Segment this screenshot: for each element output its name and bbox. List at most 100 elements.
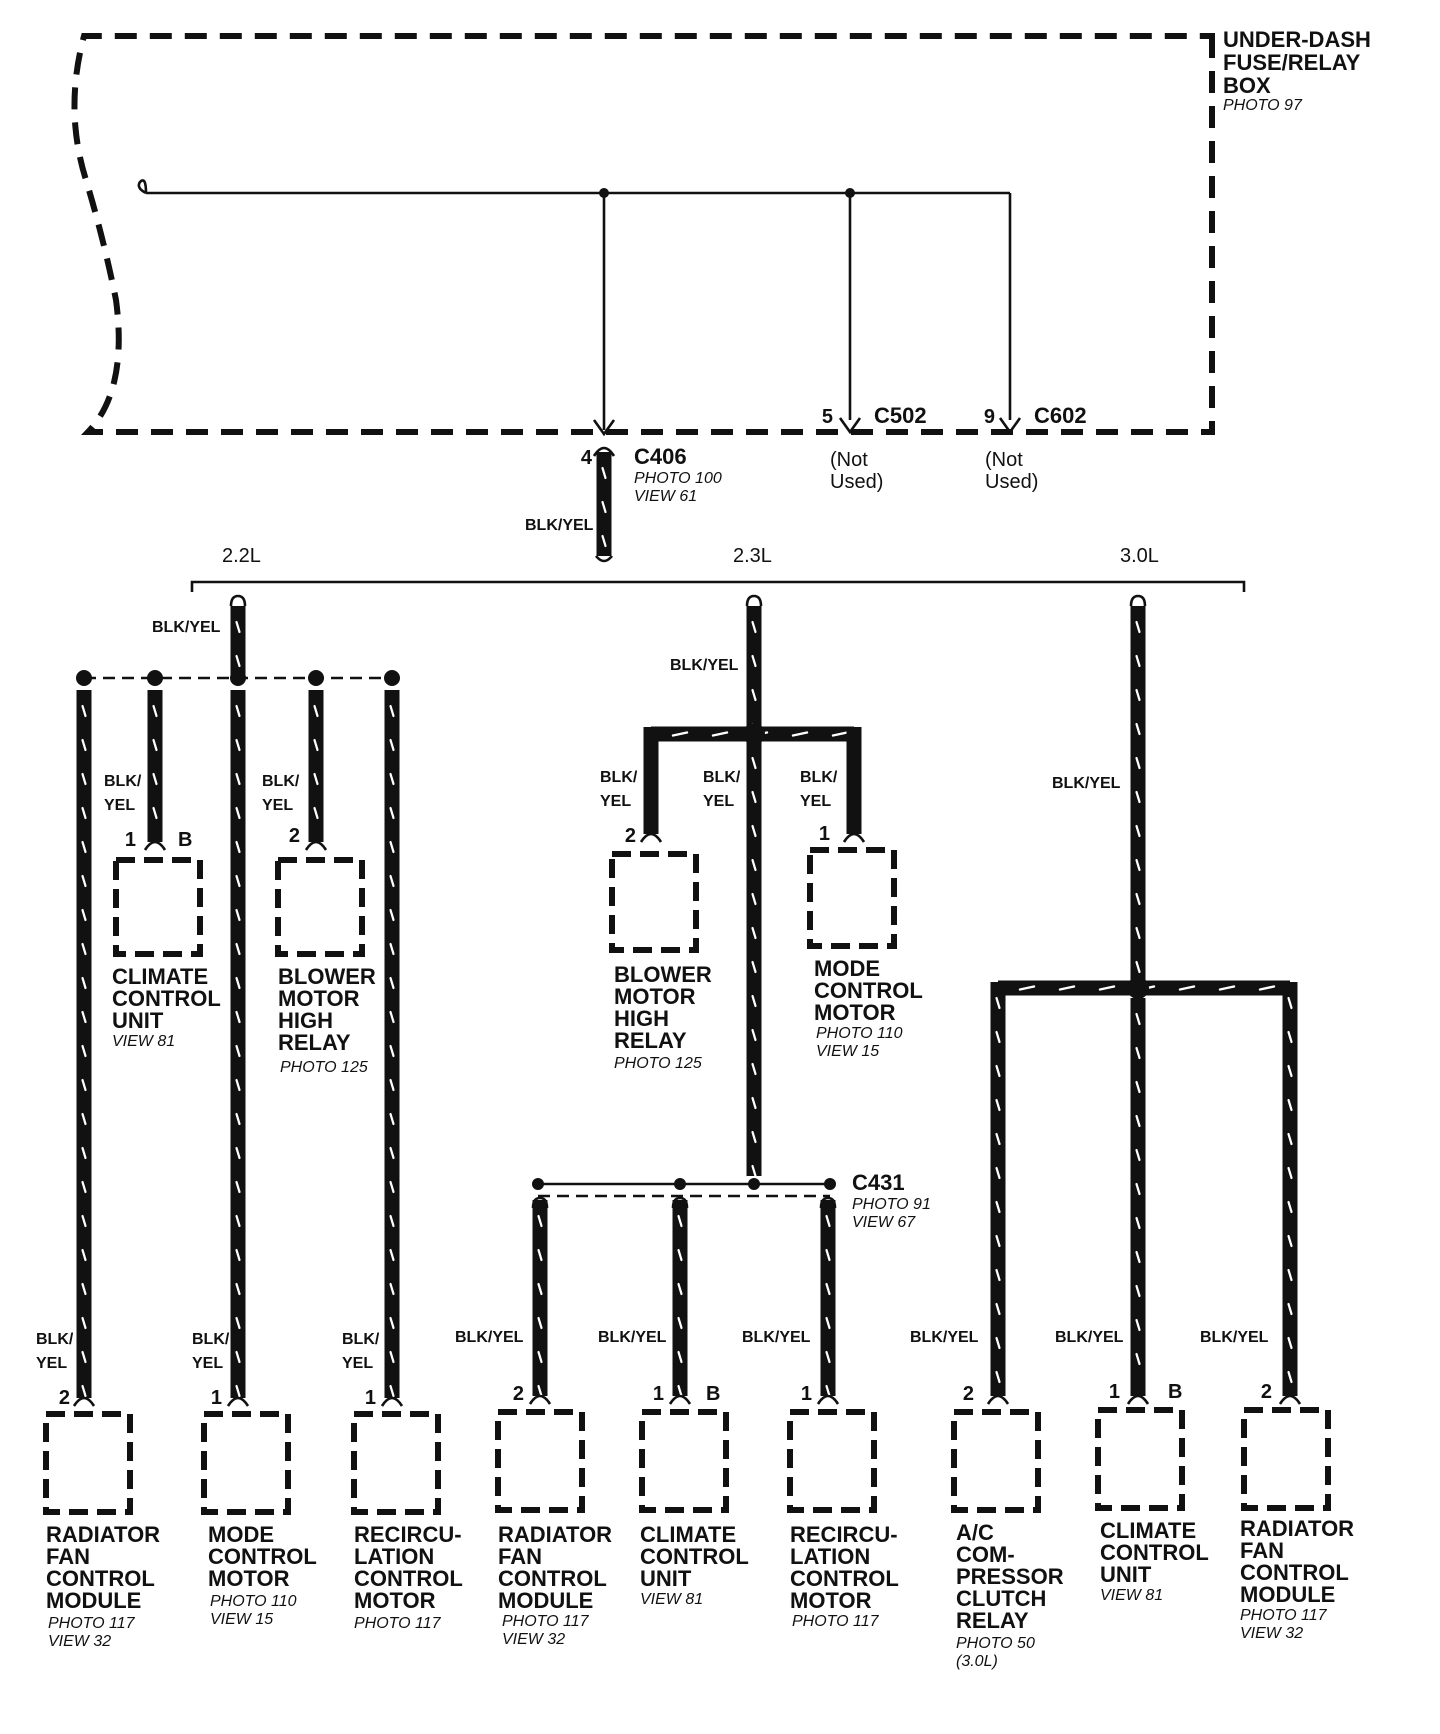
fuse-box-photo: PHOTO 97	[1223, 97, 1303, 114]
v22-ccu-extra: B	[178, 829, 192, 851]
v23-mid-wire-label-0: BLK/	[703, 769, 741, 786]
v23-ccu-wire-label: BLK/YEL	[598, 1329, 667, 1346]
v22-rad-wire-hatch	[81, 806, 87, 820]
v23-bmr-pin: 2	[625, 825, 636, 847]
v23-mode-term-arch	[842, 832, 866, 843]
c602-name: C602	[1034, 403, 1087, 428]
v22-rad-wire-label-1: YEL	[36, 1355, 67, 1372]
v22-recirc-wire-hatch	[389, 874, 395, 888]
v23-bmr-name-1: MOTOR	[614, 984, 696, 1009]
v23-top-wire-label: BLK/YEL	[670, 657, 739, 674]
v30-ac-wire-hatch	[995, 1064, 1001, 1078]
v22-splice-dot-4	[384, 670, 400, 686]
v30-ac-name-0: A/C	[956, 1520, 994, 1545]
v22-rad-wire-hatch	[81, 1010, 87, 1024]
v22-rad-sub-1: VIEW 32	[48, 1633, 111, 1650]
v23-trunk-hatch	[751, 858, 757, 872]
v22-ccu-wire-hatch	[152, 704, 158, 718]
v23-recirc-sub-0: PHOTO 117	[792, 1613, 880, 1630]
v23-rad-box	[495, 1409, 585, 1513]
v30-ac-wire-label: BLK/YEL	[910, 1329, 979, 1346]
v23-trunk-hatch	[751, 1096, 757, 1110]
v30-rad-wire-hatch	[1287, 1268, 1293, 1282]
v30-ccu-name-1: CONTROL	[1100, 1540, 1209, 1565]
v22-rad-wire-hatch	[81, 1282, 87, 1296]
bus-start-hook	[137, 179, 148, 195]
v23-recirc-wire-hatch	[825, 1350, 831, 1364]
v30-ac-wire-hatch	[995, 996, 1001, 1010]
v30-split-hatch	[1018, 985, 1036, 991]
c431-dot-1	[674, 1178, 686, 1190]
v22-rad-wire-hatch	[81, 908, 87, 922]
v22-rad-box	[43, 1411, 133, 1515]
v22-bmr-wire-label-0: BLK/	[262, 773, 300, 790]
v23-trunk-hatch	[751, 926, 757, 940]
v22-mode-wire-hatch	[235, 704, 241, 718]
v23-ccu-name-2: UNIT	[640, 1566, 692, 1591]
v22-bmr-name-1: MOTOR	[278, 986, 360, 1011]
v22-rad-wire-hatch	[81, 1384, 87, 1398]
fuse-box-title-0: UNDER-DASH	[1223, 27, 1371, 52]
v22-rad-wire-hatch	[81, 772, 87, 786]
v23-bmr-sub-0: PHOTO 125	[614, 1055, 702, 1072]
v22-splice-dot-1	[147, 670, 163, 686]
v30-ccu-wire-hatch	[1135, 1012, 1141, 1026]
v23-top-hook	[745, 594, 763, 607]
v23-rad-sub-0: PHOTO 117	[502, 1613, 590, 1630]
arrow-c406	[592, 419, 616, 437]
v22-recirc-pin: 1	[365, 1387, 376, 1409]
v22-bmr-name-3: RELAY	[278, 1030, 351, 1055]
v22-bmr-wire-hatch	[313, 806, 319, 820]
v22-bmr-wire-hatch	[313, 772, 319, 786]
v22-mode-wire-hatch	[235, 738, 241, 752]
v22-mode-wire-hatch	[235, 976, 241, 990]
v22-mode-name-0: MODE	[208, 1522, 274, 1547]
v30-ac-wire-hatch	[995, 1370, 1001, 1384]
v30-ccu-wire-hatch	[1135, 1182, 1141, 1196]
c431-dot-2	[748, 1178, 760, 1190]
v23-split-hatch	[671, 731, 689, 737]
v23-mode-wire-label-0: BLK/	[800, 769, 838, 786]
v30-ac-pin: 2	[963, 1383, 974, 1405]
v30-ccu-wire-hatch	[1135, 1080, 1141, 1094]
v22-recirc-name-1: LATION	[354, 1544, 434, 1569]
v30-split-hatch	[1098, 985, 1116, 991]
v23-rad-name-1: FAN	[498, 1544, 542, 1569]
v22-rad-sub-0: PHOTO 117	[48, 1615, 136, 1632]
v22-rad-wire-hatch	[81, 738, 87, 752]
v23-bmr-box	[609, 851, 699, 953]
v30-ac-wire-hatch	[995, 1234, 1001, 1248]
v22-top-wire-label: BLK/YEL	[152, 619, 221, 636]
v22-rad-wire-hatch	[81, 1112, 87, 1126]
v22-mode-box	[201, 1411, 291, 1515]
v22-mode-wire-hatch	[235, 1316, 241, 1330]
v22-recirc-wire-label-0: BLK/	[342, 1331, 380, 1348]
v23-recirc-wire-hatch	[825, 1384, 831, 1398]
v30-rad-wire-hatch	[1287, 1234, 1293, 1248]
v23-recirc-name-0: RECIRCU-	[790, 1522, 898, 1547]
v22-mode-wire-hatch	[235, 1078, 241, 1092]
v23-c431-540-hook	[531, 1196, 549, 1209]
v23-trunk-hatch	[751, 892, 757, 906]
v23-mode-name-1: CONTROL	[814, 978, 923, 1003]
v30-ac-wire-hatch	[995, 1336, 1001, 1350]
v22-recirc-wire-hatch	[389, 772, 395, 786]
v23-term-680-arch	[668, 1394, 692, 1405]
v23-c431-680-hook	[671, 1196, 689, 1209]
v30-rad-wire-hatch	[1287, 996, 1293, 1010]
v22-bmr-sub-0: PHOTO 125	[280, 1059, 368, 1076]
v22-ccu-wire-label-0: BLK/	[104, 773, 142, 790]
v23-recirc-wire-hatch	[825, 1248, 831, 1262]
v22-mode-wire-hatch	[235, 1044, 241, 1058]
v30-rad-sub-0: PHOTO 117	[1240, 1607, 1328, 1624]
v22-ccu-sub-0: VIEW 81	[112, 1033, 175, 1050]
v30-rad-wire-hatch	[1287, 1200, 1293, 1214]
v22-bmr-pin: 2	[289, 825, 300, 847]
v23-mode-sub-1: VIEW 15	[816, 1043, 879, 1060]
v22-mode-wire-hatch	[235, 1248, 241, 1262]
v23-recirc-name-1: LATION	[790, 1544, 870, 1569]
v23-ccu-box	[639, 1409, 729, 1513]
v22-mode-wire-hatch	[235, 840, 241, 854]
v30-ac-wire-hatch	[995, 1030, 1001, 1044]
v22-rad-wire-hatch	[81, 1350, 87, 1364]
